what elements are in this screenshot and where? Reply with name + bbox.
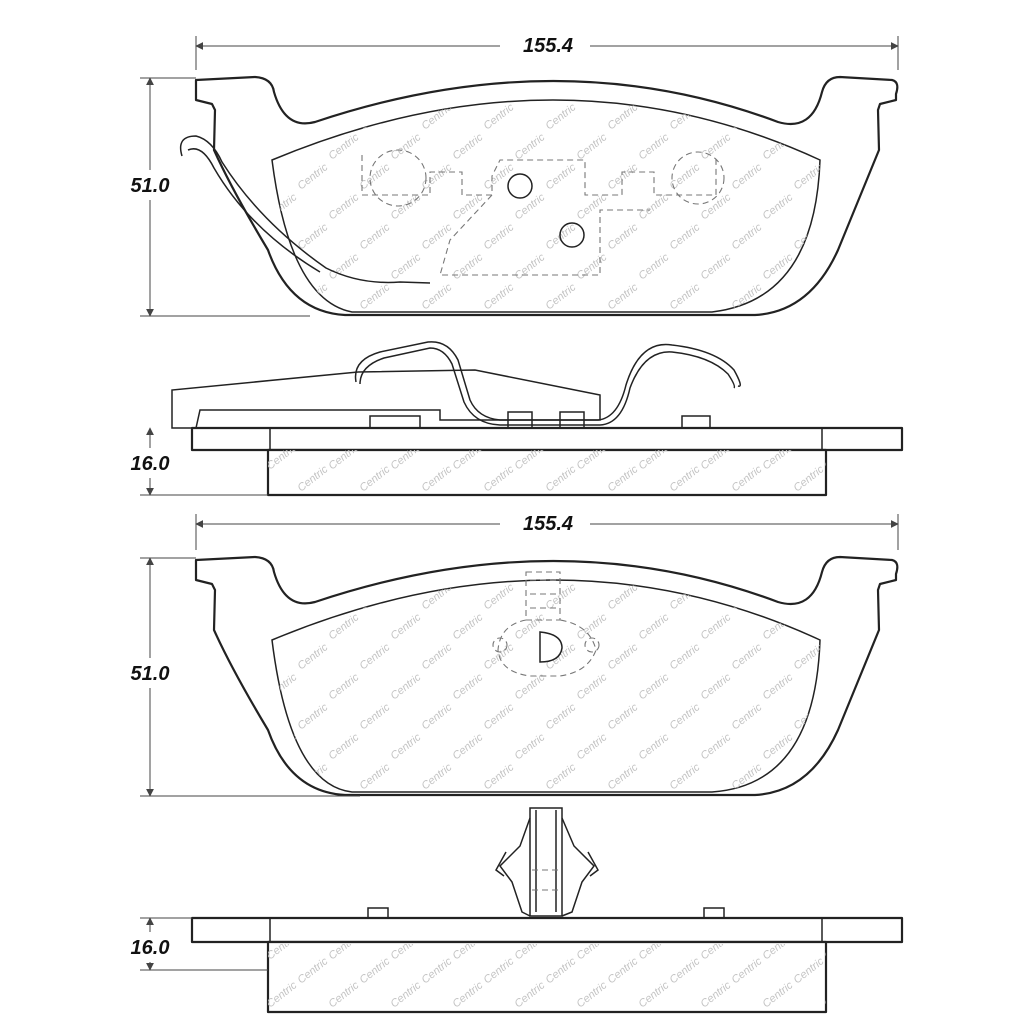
rivet-hole-upper [507, 173, 533, 199]
spring-clip-side-top [354, 341, 741, 421]
backing-plate-side-top [190, 426, 904, 452]
thickness-label-bottom: 16.0 [131, 937, 170, 959]
height-label-top: 51.0 [131, 175, 170, 197]
dimension-thickness-top: 16.0 [112, 427, 268, 496]
dimension-width-top: 155.4 [195, 30, 899, 70]
watermark-text: Centric [822, 441, 857, 472]
clip-tab-right-side-bottom [703, 907, 725, 919]
dimension-width-bottom: 155.4 [195, 508, 899, 550]
watermark-text: Centric [698, 551, 733, 582]
sensor-bracket-dashed-top [361, 149, 725, 276]
dimension-height-bottom: 51.0 [112, 557, 360, 797]
clip-tab-right-side-top [681, 415, 711, 429]
width-label-bottom: 155.4 [523, 513, 573, 535]
watermark-text: Centric [760, 551, 795, 582]
rivet-hole-lower [559, 222, 585, 248]
dimension-thickness-bottom: 16.0 [112, 917, 268, 971]
wear-sensor-wire-top [179, 135, 431, 284]
width-label-top: 155.4 [523, 35, 573, 57]
watermark-text: Centric [822, 979, 857, 1010]
friction-material-outline-top [271, 99, 821, 313]
backing-plate-outline-bottom [194, 555, 899, 797]
watermark-text: Centric [760, 71, 795, 102]
clip-tab-left-side-top [369, 415, 421, 429]
watermark-text: Centric [822, 931, 857, 962]
watermark-text: Centric [326, 551, 361, 582]
friction-material-side-top [266, 448, 828, 497]
center-clip-dashed-bottom [492, 571, 600, 677]
abutment-clip-side-bottom [495, 807, 599, 917]
friction-material-side-bottom [266, 940, 828, 1014]
backing-plate-side-bottom [190, 916, 904, 944]
height-label-bottom: 51.0 [131, 663, 170, 685]
wear-sensor-wire-inner-top [187, 148, 321, 273]
thickness-label-top: 16.0 [131, 453, 170, 475]
friction-material-outline-bottom [271, 579, 821, 793]
dimension-height-top: 51.0 [112, 77, 310, 317]
watermark-text: Centric [698, 71, 733, 102]
backing-plate-outline-top [194, 75, 899, 317]
center-hole-bottom [539, 631, 563, 663]
clip-tab-left-side-bottom [367, 907, 389, 919]
watermark-text: Centric [326, 71, 361, 102]
